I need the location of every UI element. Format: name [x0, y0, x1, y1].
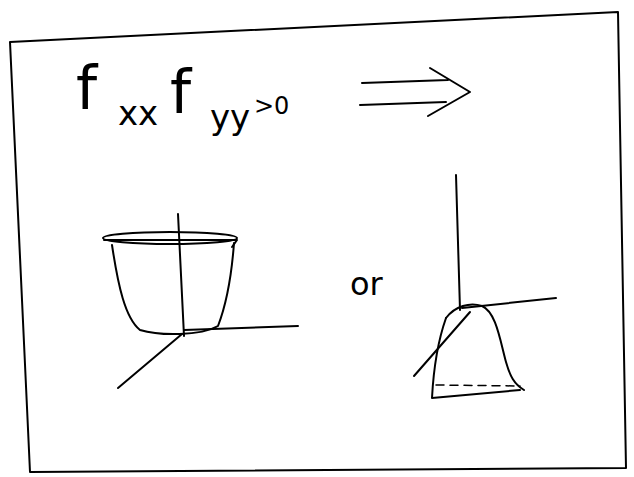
frame	[10, 12, 626, 472]
cup-rim-edge	[104, 240, 237, 247]
axis-x	[414, 312, 470, 376]
implies-arrow	[360, 68, 470, 116]
axis-y	[184, 326, 298, 330]
axis-y	[462, 298, 556, 308]
dome-base	[436, 385, 520, 386]
function-symbol: f	[76, 58, 97, 118]
inequality: >0	[254, 94, 289, 118]
axis-x	[118, 334, 182, 388]
axis-z	[178, 214, 184, 336]
subscript: xx	[118, 96, 158, 130]
subscript: yy	[210, 100, 250, 134]
function-symbol: f	[170, 62, 191, 122]
dome-side	[432, 318, 520, 398]
dome-body	[446, 305, 524, 391]
cup-body	[112, 243, 234, 334]
conjunction: or	[350, 268, 383, 300]
axis-z	[456, 175, 460, 310]
cup-rim	[103, 232, 237, 244]
